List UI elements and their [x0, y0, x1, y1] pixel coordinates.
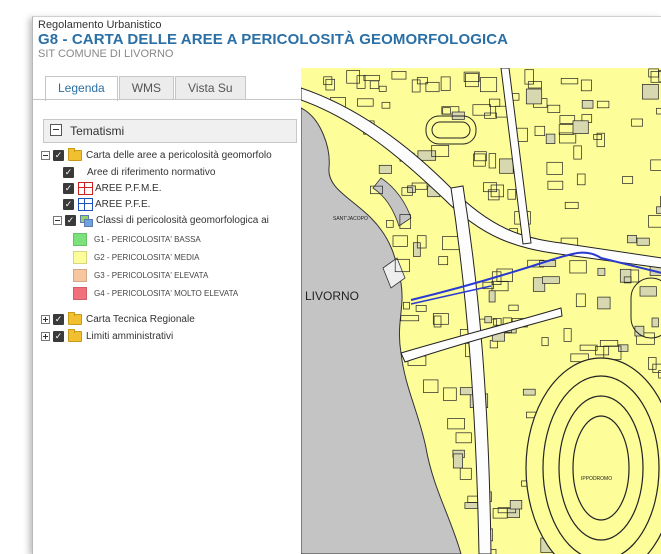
building-block [640, 287, 656, 296]
legend-swatch [73, 269, 87, 282]
checkbox-checked-icon[interactable]: ✓ [53, 150, 64, 161]
legend-swatch [73, 251, 87, 264]
tab-vista-su[interactable]: Vista Su [175, 76, 245, 99]
building-block [523, 389, 535, 395]
app-subtitle: Regolamento Urbanistico [38, 19, 658, 31]
building-block [379, 165, 391, 173]
map-canvas[interactable]: LIVORNO SANT'JACOPO IPPODROMO [301, 68, 661, 554]
tree-node-aree-pfme[interactable]: ✓ AREE P.F.M.E. [63, 181, 162, 196]
tab-bar: Legenda WMS Vista Su [45, 76, 247, 100]
folder-icon [68, 150, 82, 161]
checkbox-checked-icon[interactable]: ✓ [63, 199, 74, 210]
folder-icon [68, 314, 82, 325]
collapse-icon[interactable] [50, 124, 62, 136]
tab-wms[interactable]: WMS [119, 76, 174, 99]
tree-node-classi[interactable]: ✓ Classi di pericolosità geomorfologica … [53, 213, 269, 228]
tab-divider [33, 99, 301, 100]
collapse-icon[interactable] [53, 216, 62, 225]
building-block [637, 238, 649, 245]
building-block [485, 317, 492, 323]
building-block [413, 243, 420, 257]
building-block [620, 269, 631, 282]
tree-node-label: Classi di pericolosità geomorfologica ai [96, 213, 269, 228]
tematismi-header[interactable]: Tematismi [43, 119, 297, 143]
tree-node-label: AREE P.F.E. [95, 197, 150, 212]
header: Regolamento Urbanistico G8 - CARTA DELLE… [38, 19, 658, 69]
building-block [598, 297, 610, 309]
building-block [526, 89, 541, 104]
tree-node-label: Carta delle aree a pericolosità geomorfo… [86, 148, 272, 163]
tree-node-label: Carta Tecnica Regionale [86, 312, 195, 327]
expand-icon[interactable] [41, 315, 50, 324]
building-block [573, 121, 588, 134]
building-block [642, 84, 658, 99]
collapse-icon[interactable] [41, 151, 50, 160]
legend-swatch [73, 233, 87, 246]
building-block [628, 235, 637, 242]
checkbox-checked-icon[interactable]: ✓ [53, 331, 64, 342]
layers-icon [80, 215, 92, 226]
building-block [598, 268, 605, 275]
tree-node-aree-riferimento[interactable]: ✓ Aree di riferimento normativo [63, 165, 215, 180]
map-label: IPPODROMO [581, 476, 612, 482]
building-block [418, 151, 436, 161]
building-block [542, 277, 559, 284]
building-block [489, 291, 495, 302]
app-window: Regolamento Urbanistico G8 - CARTA DELLE… [32, 16, 661, 554]
grid-layer-icon [78, 198, 93, 211]
building-block [652, 318, 658, 327]
checkbox-checked-icon[interactable]: ✓ [63, 167, 74, 178]
expand-icon[interactable] [41, 332, 50, 341]
page-title: G8 - CARTA DELLE AREE A PERICOLOSITÀ GEO… [38, 31, 658, 48]
checkbox-checked-icon[interactable]: ✓ [65, 215, 76, 226]
tree-node-limiti[interactable]: ✓ Limiti amministrativi [41, 329, 173, 344]
legend-swatch [73, 287, 87, 300]
building-block [657, 207, 661, 214]
building-block [582, 100, 593, 108]
legend-class-label: G2 - PERICOLOSITA' MEDIA [94, 250, 199, 265]
building-block [510, 500, 522, 509]
tree-node-label: AREE P.F.M.E. [95, 181, 162, 196]
tree-node-ctr[interactable]: ✓ Carta Tecnica Regionale [41, 312, 195, 327]
legend-class-g4: G4 - PERICOLOSITA' MOLTO ELEVATA [73, 286, 238, 301]
map-view[interactable]: LIVORNO SANT'JACOPO IPPODROMO [301, 68, 661, 554]
building-block [546, 134, 555, 144]
checkbox-checked-icon[interactable]: ✓ [53, 314, 64, 325]
tree-node-aree-pfe[interactable]: ✓ AREE P.F.E. [63, 197, 150, 212]
tematismi-label: Tematismi [70, 124, 124, 138]
tree-node-carta-aree[interactable]: ✓ Carta delle aree a pericolosità geomor… [41, 148, 272, 163]
folder-icon [68, 331, 82, 342]
legend-class-label: G4 - PERICOLOSITA' MOLTO ELEVATA [94, 286, 238, 301]
legend-class-g1: G1 - PERICOLOSITA' BASSA [73, 232, 201, 247]
grid-layer-icon [78, 182, 93, 195]
legend-panel: Legenda WMS Vista Su Tematismi ✓ Carta d… [33, 68, 302, 554]
checkbox-checked-icon[interactable]: ✓ [63, 183, 74, 194]
building-block [453, 454, 462, 468]
building-block [465, 503, 478, 509]
building-block [500, 159, 514, 173]
tree-node-label: Aree di riferimento normativo [87, 165, 215, 180]
map-label: SANT'JACOPO [333, 216, 368, 222]
legend-class-label: G1 - PERICOLOSITA' BASSA [94, 232, 201, 247]
legend-class-g3: G3 - PERICOLOSITA' ELEVATA [73, 268, 208, 283]
legend-class-g2: G2 - PERICOLOSITA' MEDIA [73, 250, 199, 265]
building-block [408, 186, 416, 193]
tab-legenda[interactable]: Legenda [45, 76, 118, 101]
tree-node-label: Limiti amministrativi [86, 329, 173, 344]
city-label: LIVORNO [305, 289, 359, 303]
legend-class-label: G3 - PERICOLOSITA' ELEVATA [94, 268, 208, 283]
organization-label: SIT COMUNE DI LIVORNO [38, 48, 658, 60]
